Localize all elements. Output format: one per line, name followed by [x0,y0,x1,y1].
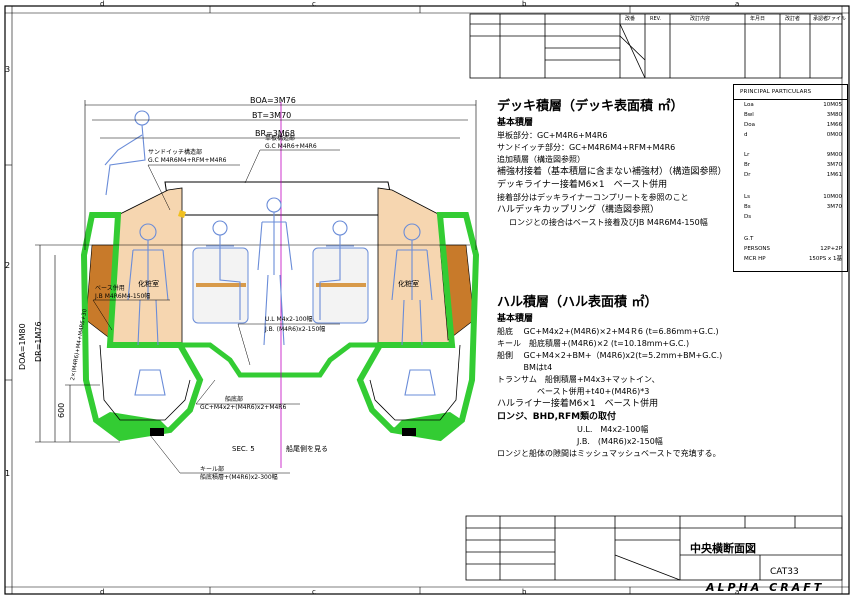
zone-col-b: b [522,0,527,8]
hull-notes-basic: 基本積層 [497,314,534,324]
brand-logo: ALPHA CRAFT [706,581,825,594]
deck-note-line: サンドイッチ部分：GC+M4R6M4+RFM+M4R6 [497,143,676,152]
rev-col-no: 改番 [625,16,636,22]
rev-col-author: 改訂者 [785,16,801,22]
label-base-jb-spec: J.B M4R6M4-150幅 [95,293,151,300]
hull-note-line: 船側 GC+M4×2+BM+（M4R6)x2(t=5.2mm+BM+G.C.) [497,351,723,360]
deck-notes-title: デッキ積層（デッキ表面積 ㎡） [497,99,684,114]
zone-col-c: c [312,0,316,8]
zone-col-d: d [100,0,105,8]
figures [104,110,436,396]
label-view: 船尾側を見る [286,445,328,453]
zone-row-1: 1 [5,469,11,478]
label-sandwich-spec: G.C M4R6M4+RFM+M4R6 [148,157,227,164]
left-hull [80,212,204,442]
label-keel: キール部 [200,466,225,473]
hull-note-ul: U.L. M4x2-100幅 [577,425,649,434]
label-base-jb: ベース併用 [95,285,125,292]
rev-col-file: ファイル [826,16,847,22]
deck-note-coupling: ハルデッキカップリング（構造図参照） [497,205,660,215]
zone-col-b-bottom: b [522,588,527,596]
model-name: CAT33 [770,567,799,577]
label-toilet-right: 化粧室 [398,280,419,288]
revision-table [469,13,843,79]
deck-note-liner-detail: 接着部分はデッキライナーコンプリートを参照のこと [497,193,689,202]
hull-note-line: 船底 GC+M4x2+(M4R6)×2+M4Ｒ6 (t=6.86mm+G.C.) [497,327,719,336]
label-sandwich: サンドイッチ構造部 [148,149,203,156]
label-section: SEC. 5 [232,445,255,453]
hull-note-liner: ハルライナー接着M6×1 ベースト併用 [497,399,659,409]
zone-col-a-bottom: a [735,588,740,596]
hull-note-line: BMはt4 [497,363,553,372]
label-toilet-left: 化粧室 [138,280,159,288]
title-block [465,515,843,581]
deck-notes: デッキ積層（デッキ表面積 ㎡） 基本積層 単板部分：GC+M4R6+M4R6 サ… [497,98,727,229]
hull-note-line: トランサム 船側積層+M4x3+マットイン、 [497,375,660,384]
label-single-spec: G.C M4R6+M4R6 [265,143,317,150]
drawing-title: 中央横断面図 [690,542,756,555]
particulars-row: G.T [744,236,754,242]
label-single: 単板構造部 [265,135,296,142]
zone-col-d-bottom: d [100,588,105,596]
dim-600: 600 [57,402,66,418]
hull-notes-title: ハル積層（ハル表面積 ㎡） [497,295,658,310]
left-sandwich [109,187,183,346]
hull-notes: ハル積層（ハル表面積 ㎡） 基本積層 船底 GC+M4x2+(M4R6)×2+M… [497,294,722,460]
hull-note-line: キール 船底積層+(M4R6)×2 (t=10.18mm+G.C.) [497,339,690,348]
hull-note-jb: J.B. (M4R6)x2-150幅 [577,437,663,446]
rev-col-rev: REV. [650,16,661,22]
hull-note-line: ベースト併用+t40+(M4R6)*3 [497,387,650,396]
deck-note-line: 単板部分：GC+M4R6+M4R6 [497,131,608,140]
particulars-title: PRINCIPAL PARTICULARS [734,85,847,100]
deck-note-line: 追加積層（構造図参照） [497,155,585,164]
deck-note-reinf: 補強材接着（基本積層に含まない補強材）（構造図参照） [497,167,727,177]
dim-boa: BOA=3M76 [250,96,296,105]
label-ul: U.L M4x2-100幅 [265,316,313,323]
hull-section [35,100,480,474]
hull-note-longi: ロンジ、BHD,RFM類の取付 [497,412,617,422]
label-bottom-spec: GC+M4x2+(M4R6)x2+M4R6 [200,404,287,411]
dim-dr: DR=1M76 [34,321,43,362]
dim-bt: BT=3M70 [252,111,292,120]
label-keel-spec: 船底積層+(M4R6)x2-300幅 [200,474,278,481]
zone-col-a: a [735,0,740,8]
dim-br: BR=3M68 [255,129,295,138]
rev-col-desc: 改訂内容 [690,16,711,22]
dimension-lines [35,100,477,443]
particulars-row: Ds [744,214,752,220]
rev-col-date: 年月日 [750,16,766,22]
deck-note-liner: デッキライナー接着M6×1 ベースト併用 [497,180,668,190]
zone-row-3: 3 [5,65,11,74]
label-jb: J.B. (M4R6)x2-150幅 [265,326,326,333]
outer-frame [4,5,850,595]
deck-note-coupling-detail: ロンジとの接合はベースト接着及びJB M4R6M4-150幅 [509,218,708,227]
right-hull [356,212,480,442]
zone-col-c-bottom: c [312,588,316,596]
hull-note-footer: ロンジと船体の隙間はミッシュマッシュベーストで充填する。 [497,449,721,458]
zone-row-2: 2 [5,261,11,270]
right-sandwich [377,187,453,346]
deck-notes-basic: 基本積層 [497,118,534,128]
rev-col-approver: 承認者 [813,16,829,22]
label-bottom: 船底部 [225,396,244,403]
dim-doa: DOA=1M80 [18,323,27,370]
